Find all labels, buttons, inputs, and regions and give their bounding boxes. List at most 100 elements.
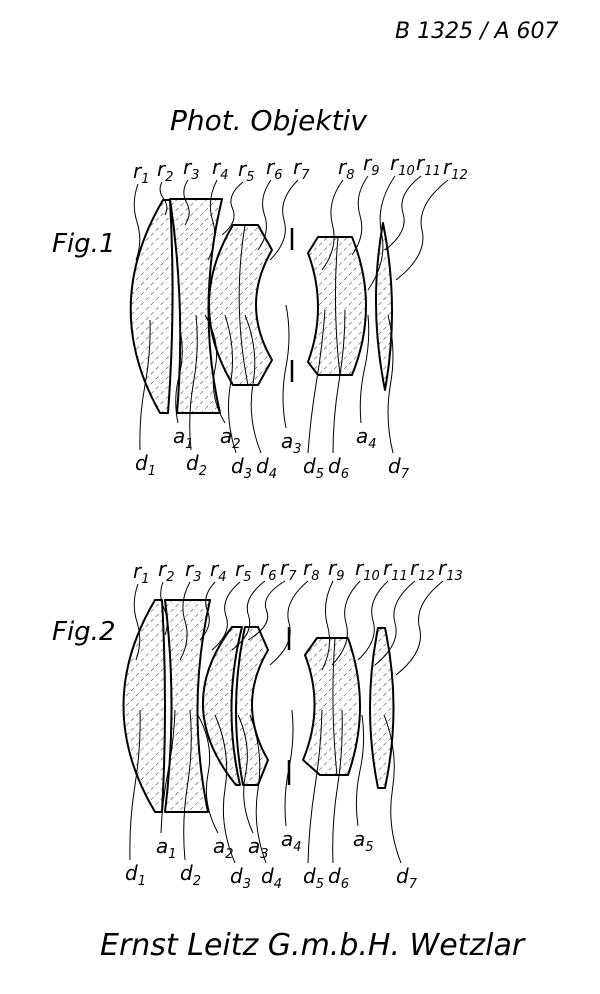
label-subscript: 1 bbox=[138, 874, 146, 889]
label-subscript: 6 bbox=[274, 168, 282, 183]
label-letter: r bbox=[416, 151, 426, 175]
leader-line-a4 bbox=[284, 709, 294, 827]
label-subscript: 3 bbox=[260, 847, 268, 862]
leader-line-d7 bbox=[383, 714, 402, 864]
label-letter: a bbox=[220, 424, 232, 448]
reference-label-d7: d7 bbox=[396, 864, 418, 892]
leader-line-r11 bbox=[357, 580, 389, 661]
reference-label-d1: d1 bbox=[135, 451, 156, 479]
leader-line-r3 bbox=[179, 581, 191, 661]
reference-label-r5: r5 bbox=[238, 157, 255, 185]
label-letter: a bbox=[248, 834, 260, 858]
reference-label-a2: a2 bbox=[213, 834, 234, 862]
leader-line-d6 bbox=[332, 709, 343, 864]
leader-line-a5 bbox=[355, 714, 365, 827]
label-letter: a bbox=[156, 834, 168, 858]
drawing-title: Phot. Objektiv bbox=[170, 104, 367, 137]
reference-label-r4: r4 bbox=[210, 557, 227, 585]
reference-label-r10: r10 bbox=[355, 556, 380, 584]
leader-line-r2 bbox=[160, 581, 168, 636]
label-letter: r bbox=[183, 155, 193, 179]
figure-2: Fig.2 bbox=[52, 580, 444, 864]
label-letter: r bbox=[355, 556, 365, 580]
reference-label-d5: d5 bbox=[303, 864, 324, 892]
leader-line-r8 bbox=[269, 580, 309, 666]
label-subscript: 8 bbox=[346, 168, 354, 183]
lens-element-3 bbox=[202, 626, 243, 786]
leader-line-d1 bbox=[129, 709, 141, 861]
leader-line-r9 bbox=[351, 175, 369, 256]
label-letter: r bbox=[363, 151, 373, 175]
label-letter: a bbox=[213, 834, 225, 858]
label-letter: r bbox=[157, 157, 167, 181]
label-subscript: 5 bbox=[316, 467, 324, 482]
label-subscript: 2 bbox=[166, 570, 174, 585]
reference-label-a4: a4 bbox=[356, 424, 377, 452]
label-subscript: 6 bbox=[268, 569, 276, 584]
leader-line-r9 bbox=[321, 580, 334, 671]
leader-line-r10 bbox=[331, 580, 361, 666]
leader-line-r6 bbox=[231, 580, 266, 651]
lens-element-1 bbox=[129, 199, 174, 414]
figure-1: Fig.1 bbox=[52, 175, 449, 454]
label-subscript: 3 bbox=[243, 877, 251, 892]
label-subscript: 9 bbox=[336, 569, 344, 584]
reference-label-d3: d3 bbox=[231, 454, 252, 482]
reference-label-r6: r6 bbox=[260, 556, 277, 584]
label-subscript: 3 bbox=[191, 168, 199, 183]
leader-line-d2 bbox=[183, 709, 192, 861]
label-subscript: 8 bbox=[311, 569, 319, 584]
reference-label-r12: r12 bbox=[443, 155, 468, 183]
lens-element-4 bbox=[234, 626, 269, 786]
leader-line-d7 bbox=[387, 314, 394, 454]
lens-doublet-3-4 bbox=[208, 224, 273, 386]
leader-line-d3 bbox=[224, 314, 237, 454]
reference-label-r7: r7 bbox=[280, 556, 297, 584]
lens-doublet-5-6 bbox=[302, 637, 361, 776]
label-subscript: 4 bbox=[368, 437, 376, 452]
label-subscript: 3 bbox=[244, 467, 252, 482]
label-letter: d bbox=[328, 864, 341, 888]
label-subscript: 4 bbox=[220, 168, 228, 183]
label-subscript: 4 bbox=[269, 467, 277, 482]
leader-line-r12 bbox=[374, 580, 416, 666]
label-subscript: 1 bbox=[185, 437, 193, 452]
lens-element-7 bbox=[375, 222, 393, 391]
label-subscript: 11 bbox=[391, 569, 408, 584]
label-subscript: 1 bbox=[148, 464, 156, 479]
leader-line-r3 bbox=[183, 179, 190, 226]
label-subscript: 1 bbox=[141, 572, 149, 587]
label-subscript: 7 bbox=[409, 877, 418, 892]
figure-1-label: Fig.1 bbox=[52, 229, 116, 259]
leader-line-r7 bbox=[269, 179, 299, 261]
label-letter: d bbox=[256, 454, 269, 478]
applicant-footer: Ernst Leitz G.m.b.H. Wetzlar bbox=[100, 928, 526, 963]
label-subscript: 13 bbox=[446, 569, 463, 584]
leader-line-d6 bbox=[332, 309, 346, 454]
label-subscript: 7 bbox=[288, 569, 297, 584]
label-letter: d bbox=[230, 864, 243, 888]
leader-line-r1 bbox=[133, 583, 141, 661]
leader-line-r12 bbox=[395, 179, 449, 281]
label-subscript: 5 bbox=[365, 840, 373, 855]
label-subscript: 12 bbox=[451, 168, 468, 183]
label-letter: d bbox=[135, 451, 148, 475]
label-letter: r bbox=[443, 155, 453, 179]
label-letter: r bbox=[328, 556, 338, 580]
label-letter: d bbox=[328, 454, 341, 478]
label-letter: r bbox=[438, 556, 448, 580]
leader-line-r5 bbox=[221, 181, 244, 236]
reference-label-d4: d4 bbox=[261, 864, 282, 892]
leader-line-d4 bbox=[244, 314, 262, 454]
label-subscript: 7 bbox=[301, 168, 310, 183]
reference-label-r2: r2 bbox=[158, 557, 175, 585]
reference-label-a1: a1 bbox=[173, 424, 194, 452]
reference-label-r9: r9 bbox=[328, 556, 345, 584]
leader-line-r11 bbox=[384, 175, 422, 251]
label-subscript: 2 bbox=[193, 874, 201, 889]
label-letter: a bbox=[281, 827, 293, 851]
label-letter: r bbox=[293, 155, 303, 179]
reference-label-r1: r1 bbox=[133, 559, 150, 587]
reference-label-d3: d3 bbox=[230, 864, 251, 892]
reference-label-r9: r9 bbox=[363, 151, 380, 179]
